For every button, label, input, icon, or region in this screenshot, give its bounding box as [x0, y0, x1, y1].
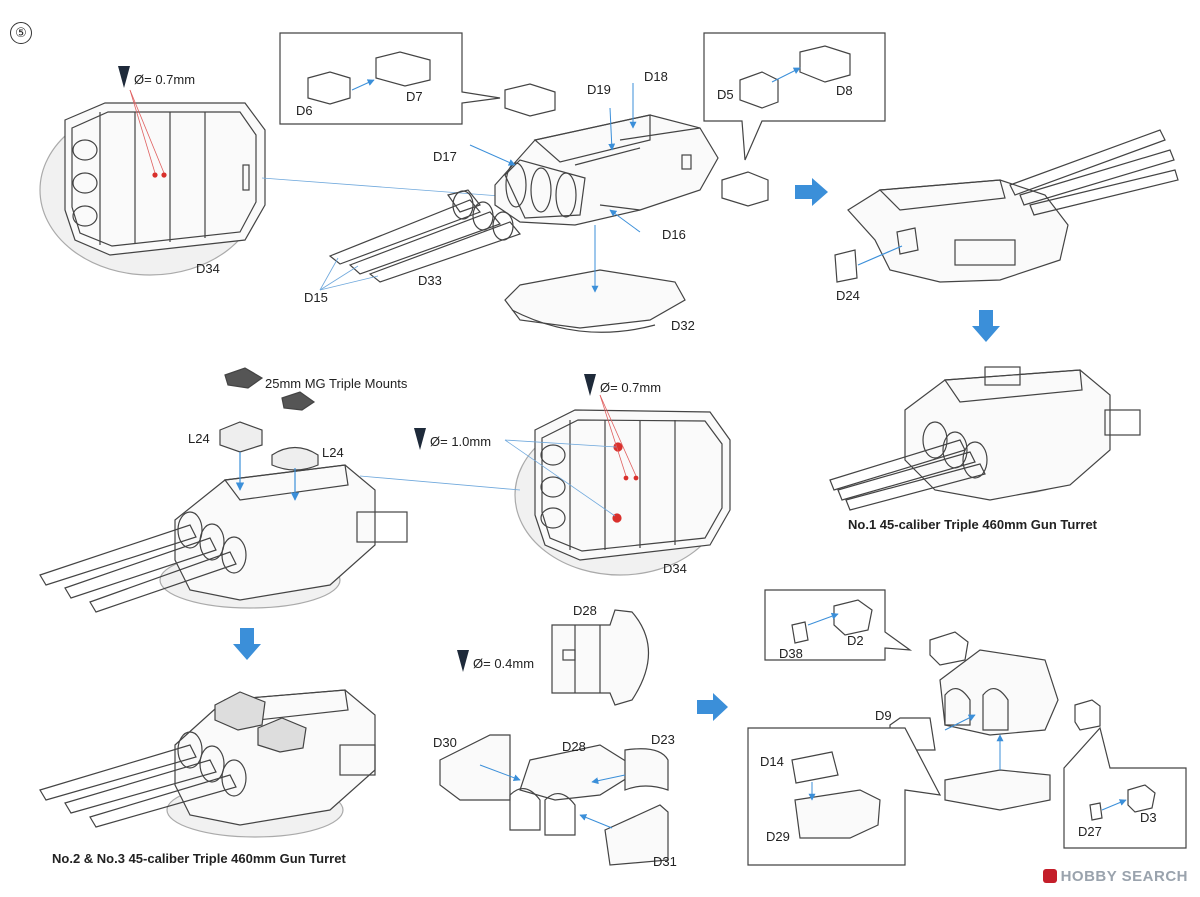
- label-d33: D33: [418, 273, 442, 288]
- label-d27: D27: [1078, 824, 1102, 839]
- hobby-search-logo-icon: [1042, 869, 1057, 883]
- drill-note-text: Ø= 0.4mm: [473, 656, 535, 671]
- drill-note-text: Ø= 0.7mm: [600, 380, 662, 395]
- inset-d5-d8: [703, 32, 886, 207]
- label-d2: D2: [847, 633, 864, 648]
- label-d8: D8: [836, 83, 853, 98]
- drill-bit-icon: [118, 66, 130, 88]
- d34-mid-view: [504, 394, 731, 576]
- step-number: ⑤: [10, 22, 32, 44]
- label-d19: D19: [587, 82, 611, 97]
- label-d23: D23: [651, 732, 675, 747]
- arrow-right-bottom: [697, 693, 728, 721]
- label-d7: D7: [406, 89, 423, 104]
- watermark: HOBBY SEARCH: [1042, 868, 1188, 885]
- drill-note-mid-small: Ø= 0.7mm: [584, 374, 661, 396]
- label-d38: D38: [779, 646, 803, 661]
- d32-base: [504, 269, 686, 333]
- label-d34-mid: D34: [663, 561, 687, 576]
- label-d17: D17: [433, 149, 457, 164]
- drill-note-mid-large: Ø= 1.0mm: [414, 428, 491, 450]
- no1-turret-stage1: [834, 129, 1179, 283]
- label-d28-bottom: D28: [562, 739, 586, 754]
- caption-no23-turret: No.2 & No.3 45-caliber Triple 460mm Gun …: [52, 851, 346, 866]
- label-d16: D16: [662, 227, 686, 242]
- d34-top-view: [39, 89, 266, 276]
- label-d24: D24: [836, 288, 860, 303]
- label-d28-top: D28: [573, 603, 597, 618]
- inset-d14-d29: [747, 727, 942, 866]
- inset-d38-d2: [764, 589, 913, 661]
- drill-bit-icon: [457, 650, 469, 672]
- label-l24-a: L24: [188, 431, 210, 446]
- no23-turret-stage1: [39, 367, 408, 613]
- arrow-down-left: [233, 628, 261, 660]
- label-d3: D3: [1140, 810, 1157, 825]
- label-d14: D14: [760, 754, 784, 769]
- label-d29: D29: [766, 829, 790, 844]
- d28-assembly: [439, 734, 669, 866]
- label-l24-b: L24: [322, 445, 344, 460]
- label-d34-top: D34: [196, 261, 220, 276]
- drill-note-top: Ø= 0.7mm: [118, 66, 195, 88]
- label-d30: D30: [433, 735, 457, 750]
- turret-main-assembly: [328, 114, 719, 283]
- turret-internal-assembly: [889, 631, 1101, 811]
- label-d9: D9: [875, 708, 892, 723]
- label-d6: D6: [296, 103, 313, 118]
- label-d18: D18: [644, 69, 668, 84]
- inset-d6-d7: [279, 32, 556, 125]
- watermark-text: HOBBY SEARCH: [1060, 868, 1188, 885]
- inset-d27-d3: [1063, 726, 1187, 849]
- label-d31: D31: [653, 854, 677, 869]
- no1-turret-final: [829, 366, 1141, 511]
- label-d5: D5: [717, 87, 734, 102]
- label-mg-mounts: 25mm MG Triple Mounts: [265, 376, 408, 391]
- label-d32: D32: [671, 318, 695, 333]
- drill-bit-icon: [584, 374, 596, 396]
- no23-turret-final: [39, 689, 376, 838]
- arrow-down-right: [972, 310, 1000, 342]
- drill-note-text: Ø= 0.7mm: [134, 72, 196, 87]
- step-arrows: [233, 178, 1000, 721]
- drill-note-bottom: Ø= 0.4mm: [457, 650, 534, 672]
- d28-part-view: [551, 609, 649, 706]
- caption-no1-turret: No.1 45-caliber Triple 460mm Gun Turret: [848, 517, 1098, 532]
- drill-bit-icon: [414, 428, 426, 450]
- drill-note-text: Ø= 1.0mm: [430, 434, 492, 449]
- label-d15: D15: [304, 290, 328, 305]
- arrow-right-top: [795, 178, 828, 206]
